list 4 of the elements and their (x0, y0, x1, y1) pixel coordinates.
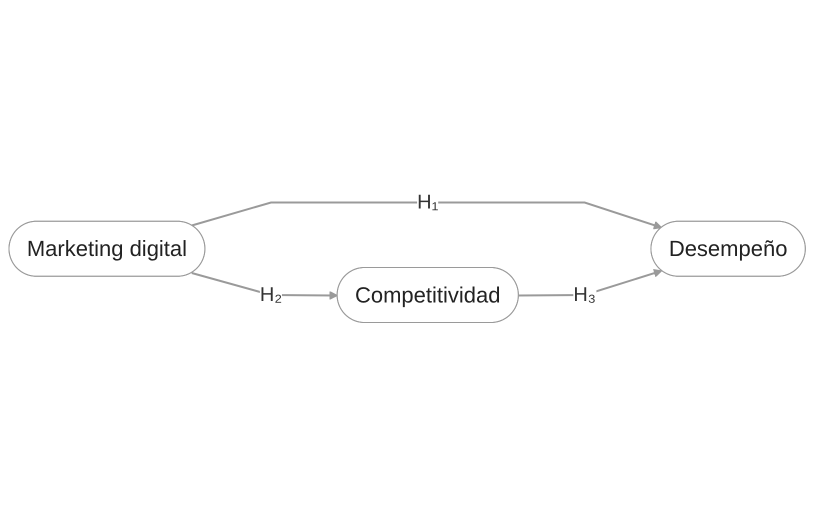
edge-label: H₁ (417, 192, 439, 214)
arrow (192, 202, 663, 230)
edge-label: H₂ (260, 284, 282, 306)
edge-label: H₃ (574, 284, 596, 306)
